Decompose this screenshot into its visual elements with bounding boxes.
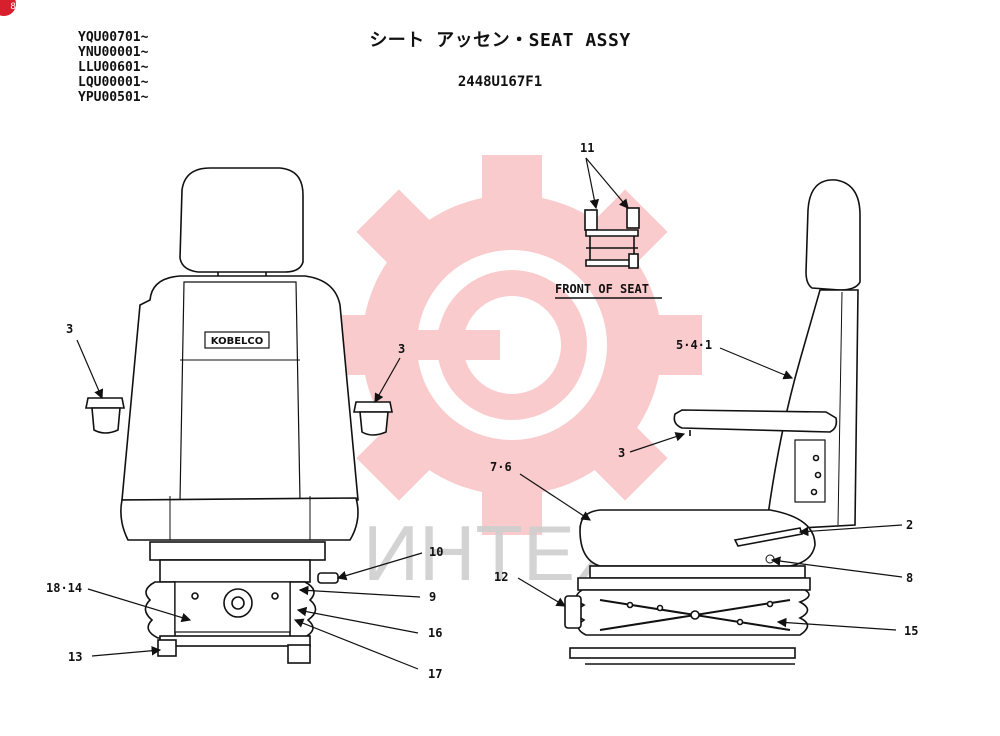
serial-number: YQU00701~ — [78, 30, 149, 45]
serial-number: LLU00601~ — [78, 60, 149, 75]
callout-16: 16 — [428, 626, 443, 640]
callout-12: 12 — [494, 570, 509, 584]
watermark-gear-icon — [322, 155, 702, 535]
callout-13: 13 — [68, 650, 83, 664]
brand-logo: KOBELCO — [211, 336, 263, 347]
serial-number: YPU00501~ — [78, 90, 149, 105]
diagram-title: シート アッセン・SEAT ASSY — [369, 30, 631, 51]
callout-10: 10 — [429, 545, 444, 559]
front-of-seat-label: FRONT OF SEAT — [555, 282, 649, 296]
callout-3-side: 3 — [618, 446, 626, 460]
callout-9: 9 — [429, 590, 437, 604]
seat-rear-view — [85, 167, 393, 664]
callout-3-right: 3 — [398, 342, 406, 356]
callout-5-4-1: 5·4·1 — [676, 338, 713, 352]
seat-side-view — [564, 179, 861, 665]
corner-badge: 8 — [0, 0, 16, 16]
serial-number: YNU00001~ — [78, 45, 149, 60]
callout-11: 11 — [580, 141, 594, 155]
callout-3-left: 3 — [66, 322, 74, 336]
leader-lines — [76, 339, 903, 670]
callout-15: 15 — [904, 624, 919, 638]
callout-18-14: 18·14 — [46, 581, 83, 595]
callout-7-6: 7·6 — [490, 460, 512, 474]
callout-17: 17 — [428, 667, 443, 681]
brand-logo-plate — [204, 331, 270, 349]
callout-8: 8 — [906, 571, 914, 585]
serial-number: LQU00001~ — [78, 75, 149, 90]
mounting-rail-detail — [584, 207, 640, 269]
callout-2: 2 — [906, 518, 914, 532]
serial-number-list: YQU00701~ YNU00001~ LLU00601~ LQU00001~ … — [78, 30, 148, 105]
part-number: 2448U167F1 — [457, 74, 543, 90]
